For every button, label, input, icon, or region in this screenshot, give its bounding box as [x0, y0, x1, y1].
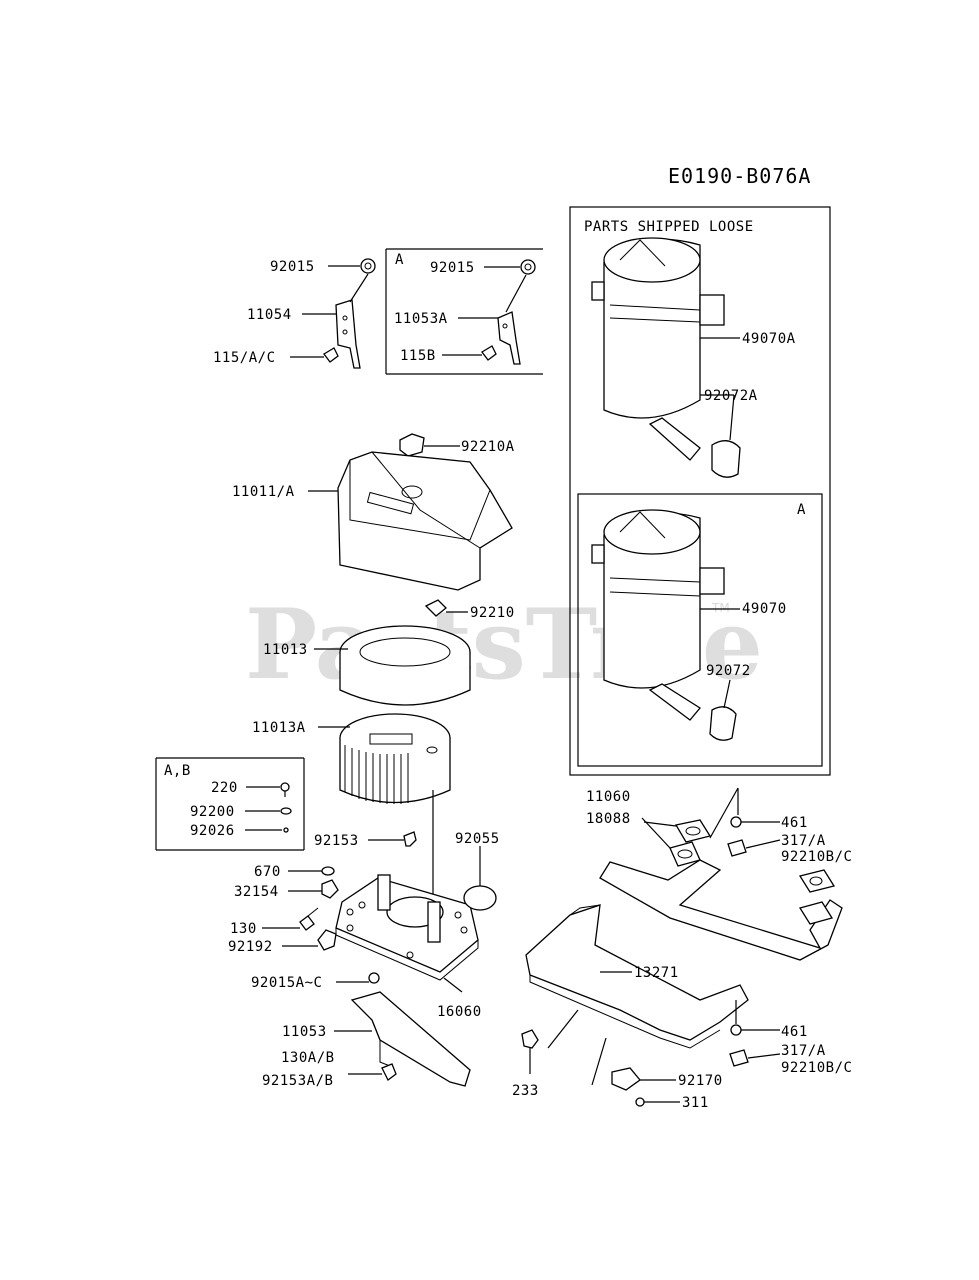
nut-92015-left[interactable]	[360, 258, 376, 274]
label-92015-left[interactable]: 92015	[270, 259, 315, 275]
label-13271[interactable]: 13271	[634, 965, 679, 981]
cover-11011a-group	[308, 433, 513, 591]
label-115b[interactable]: 115B	[400, 348, 436, 364]
label-11060[interactable]: 11060	[586, 789, 631, 805]
inset-a-top: A	[385, 248, 543, 375]
label-92055[interactable]: 92055	[455, 831, 500, 847]
knob-92210a[interactable]	[399, 433, 425, 457]
nut-92015ac[interactable]	[368, 972, 380, 984]
label-92072[interactable]: 92072	[706, 663, 751, 679]
exhaust-11060-group	[599, 787, 843, 961]
watermark-trademark: TM	[711, 601, 730, 615]
label-11054[interactable]: 11054	[247, 307, 292, 323]
bolt-130[interactable]	[299, 915, 315, 931]
label-92153[interactable]: 92153	[314, 833, 359, 849]
oring-92055[interactable]	[463, 885, 497, 911]
washer-92200[interactable]	[280, 807, 292, 815]
loose-box-title: PARTS SHIPPED LOOSE	[584, 219, 754, 235]
label-311[interactable]: 311	[682, 1095, 709, 1111]
label-92210bc-a[interactable]: 92210B/C	[781, 849, 852, 865]
bolt-92153ab[interactable]	[381, 1063, 397, 1081]
kit-box-label: A,B	[164, 763, 191, 779]
bolt-233[interactable]	[521, 1029, 539, 1049]
washer-92026[interactable]	[283, 827, 289, 833]
filter-group	[314, 599, 471, 895]
label-317a-a[interactable]: 317/A	[781, 833, 826, 849]
bolt-115ac[interactable]	[323, 347, 339, 363]
bracket-11053a[interactable]	[497, 311, 521, 365]
label-92192[interactable]: 92192	[228, 939, 273, 955]
fitting-32154[interactable]	[321, 879, 339, 899]
bracket-11053-group	[334, 991, 471, 1087]
label-92170[interactable]: 92170	[678, 1073, 723, 1089]
seal-670[interactable]	[321, 866, 335, 876]
washer-311[interactable]	[635, 1097, 645, 1107]
label-670[interactable]: 670	[254, 864, 281, 880]
label-49070[interactable]: 49070	[742, 601, 787, 617]
part-labels: 92015 11054 115/A/C 92015 11053A 115B 92…	[190, 259, 852, 1111]
bracket-11054-group	[290, 258, 376, 369]
label-92072a[interactable]: 92072A	[704, 388, 758, 404]
label-317a-b[interactable]: 317/A	[781, 1043, 826, 1059]
label-49070a[interactable]: 49070A	[742, 331, 796, 347]
nut-92015-right[interactable]	[520, 259, 536, 275]
label-115ac[interactable]: 115/A/C	[213, 350, 276, 366]
label-130ab[interactable]: 130A/B	[281, 1050, 335, 1066]
diagram-code: E0190-B076A	[668, 164, 811, 188]
gasket-11060[interactable]	[674, 819, 712, 843]
part-220[interactable]	[280, 782, 290, 792]
label-92015ac[interactable]: 92015A~C	[251, 975, 322, 991]
label-32154[interactable]: 32154	[234, 884, 279, 900]
nut-92210[interactable]	[424, 599, 447, 617]
bracket-11054[interactable]	[335, 299, 361, 369]
base-16060-group	[262, 831, 497, 993]
hose-92192[interactable]	[317, 929, 337, 951]
cover-11011a[interactable]	[337, 451, 513, 591]
nut-461-b[interactable]	[730, 1024, 742, 1036]
clamp-92072a[interactable]	[711, 440, 741, 478]
label-11053[interactable]: 11053	[282, 1024, 327, 1040]
loose-parts-box: PARTS SHIPPED LOOSE A	[569, 206, 831, 776]
label-92210bc-b[interactable]: 92210B/C	[781, 1060, 852, 1076]
bolt-92153[interactable]	[403, 831, 417, 847]
nut-317a-a[interactable]	[727, 839, 747, 857]
loose-inner-box	[577, 493, 823, 767]
label-220[interactable]: 220	[211, 780, 238, 796]
nut-461-a[interactable]	[730, 816, 742, 828]
label-11053a[interactable]: 11053A	[394, 311, 448, 327]
inset-top-label: A	[395, 252, 404, 268]
label-11013[interactable]: 11013	[263, 642, 308, 658]
label-92210a[interactable]: 92210A	[461, 439, 515, 455]
clamp-92072[interactable]	[709, 706, 737, 741]
bolt-115b[interactable]	[481, 345, 497, 361]
kit-box-ab: A,B	[155, 757, 305, 851]
label-16060[interactable]: 16060	[437, 1004, 482, 1020]
label-130[interactable]: 130	[230, 921, 257, 937]
label-92153ab[interactable]: 92153A/B	[262, 1073, 333, 1089]
label-461-a[interactable]: 461	[781, 815, 808, 831]
grommet-92170[interactable]	[611, 1067, 641, 1091]
label-18088[interactable]: 18088	[586, 811, 631, 827]
label-92015-right[interactable]: 92015	[430, 260, 475, 276]
label-461-b[interactable]: 461	[781, 1024, 808, 1040]
label-11013a[interactable]: 11013A	[252, 720, 306, 736]
shield-13271-group	[521, 904, 781, 1107]
loose-inner-label: A	[797, 502, 806, 518]
label-11011a[interactable]: 11011/A	[232, 484, 295, 500]
nut-317a-b[interactable]	[729, 1049, 749, 1067]
label-233[interactable]: 233	[512, 1083, 539, 1099]
label-92200[interactable]: 92200	[190, 804, 235, 820]
label-92210[interactable]: 92210	[470, 605, 515, 621]
label-92026[interactable]: 92026	[190, 823, 235, 839]
